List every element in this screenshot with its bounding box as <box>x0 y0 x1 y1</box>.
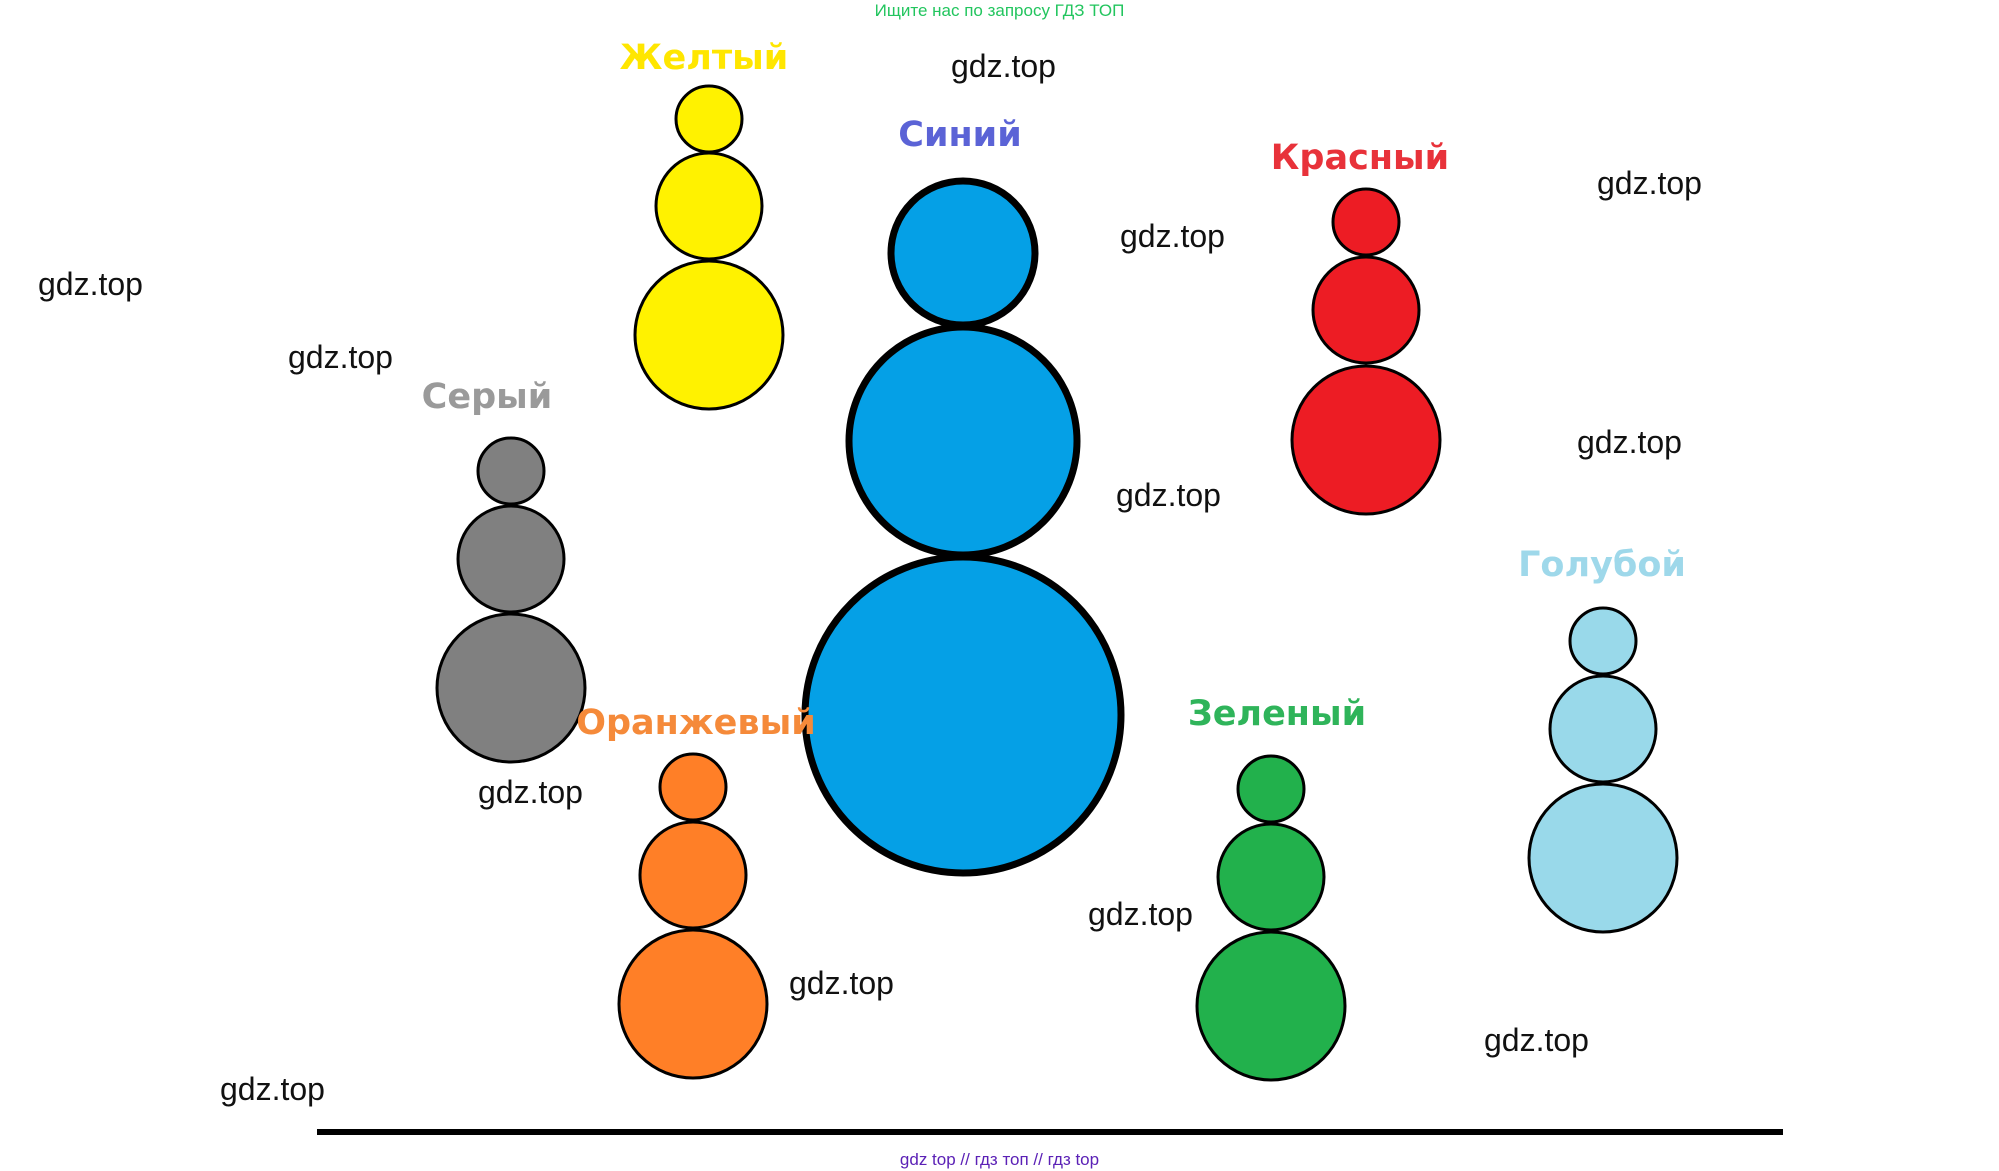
snowman-orange-head <box>658 752 728 822</box>
snowman-blue <box>801 177 1125 877</box>
snowman-green-body <box>1216 822 1326 932</box>
header-banner: Ищите нас по запросу ГДЗ ТОП <box>0 0 1999 22</box>
snowman-gray-base <box>435 612 587 764</box>
label-red: Красный <box>1270 138 1450 178</box>
snowman-green <box>1195 754 1347 1082</box>
snowman-gray <box>435 436 587 764</box>
label-orange: Оранжевый <box>576 703 816 743</box>
snowman-green-base <box>1195 930 1347 1082</box>
snowman-light-blue-base <box>1527 782 1679 934</box>
watermark: gdz.top <box>951 48 1056 84</box>
watermark: gdz.top <box>1597 165 1702 201</box>
snowman-red-body <box>1311 255 1421 365</box>
watermark: gdz.top <box>478 774 583 810</box>
snowman-blue-body <box>845 323 1081 559</box>
watermark: gdz.top <box>1088 896 1193 932</box>
footer-banner: gdz top // гдз топ // гдз top <box>0 1149 1999 1171</box>
watermark: gdz.top <box>1116 477 1221 513</box>
label-light-blue: Голубой <box>1518 545 1686 585</box>
label-green: Зеленый <box>1187 694 1367 734</box>
label-yellow: Желтый <box>619 38 789 78</box>
snowman-red-base <box>1290 364 1442 516</box>
watermark: gdz.top <box>1484 1022 1589 1058</box>
snowman-yellow-head <box>674 84 744 154</box>
snowman-red <box>1290 187 1442 516</box>
snowman-yellow <box>633 84 785 411</box>
snowman-light-blue-body <box>1548 674 1658 784</box>
label-gray: Серый <box>421 377 553 417</box>
snowman-yellow-body <box>654 151 764 261</box>
snowman-orange-base <box>617 928 769 1080</box>
snowman-orange-body <box>638 820 748 930</box>
snowman-red-head <box>1331 187 1401 257</box>
watermark: gdz.top <box>220 1071 325 1107</box>
watermark: gdz.top <box>1120 218 1225 254</box>
snowman-green-head <box>1236 754 1306 824</box>
label-blue: Синий <box>898 115 1022 155</box>
snowman-light-blue <box>1527 606 1679 934</box>
watermark: gdz.top <box>789 965 894 1001</box>
snowman-gray-head <box>476 436 546 506</box>
header-text: Ищите нас по запросу ГДЗ ТОП <box>874 1 1125 20</box>
footer-text: gdz top // гдз топ // гдз top <box>899 1150 1100 1169</box>
watermark: gdz.top <box>1577 424 1682 460</box>
snowman-gray-body <box>456 504 566 614</box>
snowman-light-blue-head <box>1568 606 1638 676</box>
snowman-blue-base <box>801 553 1125 877</box>
watermark: gdz.top <box>288 339 393 375</box>
snowman-yellow-base <box>633 259 785 411</box>
snowman-orange <box>617 752 769 1080</box>
snowman-blue-head <box>887 177 1039 329</box>
watermark: gdz.top <box>38 266 143 302</box>
